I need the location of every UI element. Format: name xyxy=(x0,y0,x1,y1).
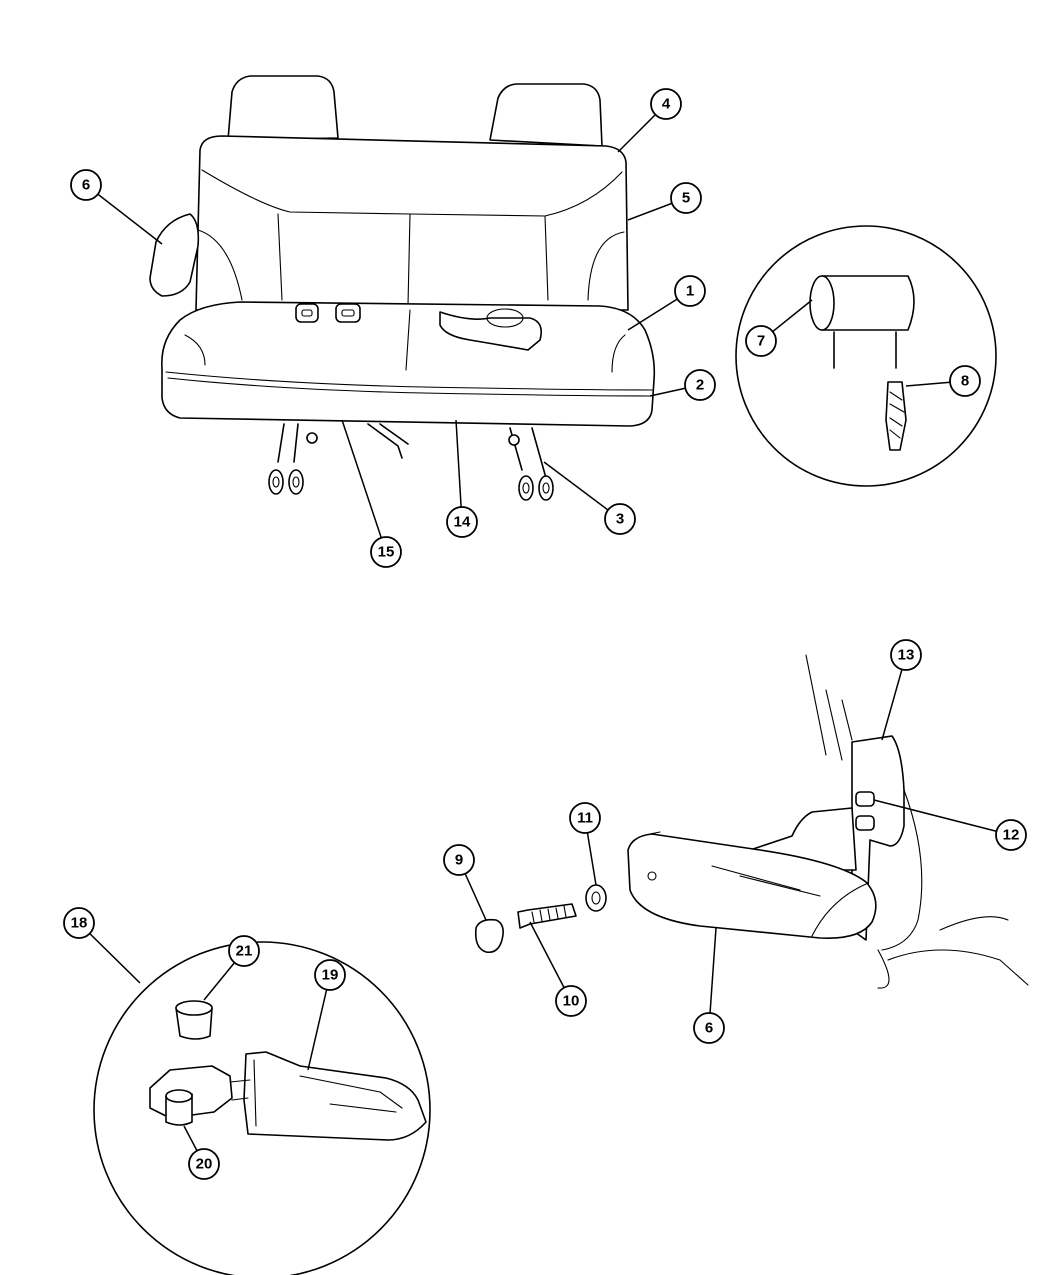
svg-text:11: 11 xyxy=(577,810,593,827)
svg-text:9: 9 xyxy=(455,852,463,869)
callout-8: 8 xyxy=(949,365,981,397)
callout-5: 5 xyxy=(670,182,702,214)
armrest-mount-illustration xyxy=(474,654,1029,989)
callout-11: 11 xyxy=(569,802,601,834)
svg-text:14: 14 xyxy=(454,514,471,531)
callout-3: 3 xyxy=(604,503,636,535)
callout-6-bottom: 6 xyxy=(693,1012,725,1044)
callout-12: 12 xyxy=(995,819,1027,851)
svg-text:18: 18 xyxy=(71,915,88,932)
callout-10: 10 xyxy=(555,985,587,1017)
callout-2: 2 xyxy=(684,369,716,401)
callout-4: 4 xyxy=(650,88,682,120)
svg-text:10: 10 xyxy=(563,993,580,1010)
svg-text:8: 8 xyxy=(961,373,969,390)
svg-text:13: 13 xyxy=(898,647,915,664)
callout-15: 15 xyxy=(370,536,402,568)
svg-text:5: 5 xyxy=(682,190,690,207)
svg-text:7: 7 xyxy=(757,333,765,350)
svg-text:6: 6 xyxy=(82,177,90,194)
callout-14: 14 xyxy=(446,506,478,538)
callout-20: 20 xyxy=(188,1148,220,1180)
svg-text:3: 3 xyxy=(616,511,624,528)
callout-13: 13 xyxy=(890,639,922,671)
callout-19: 19 xyxy=(314,959,346,991)
callout-21: 21 xyxy=(228,935,260,967)
svg-text:2: 2 xyxy=(696,377,704,394)
svg-text:6: 6 xyxy=(705,1020,713,1037)
callout-18: 18 xyxy=(63,907,95,939)
svg-text:1: 1 xyxy=(686,283,694,300)
svg-text:20: 20 xyxy=(196,1156,213,1173)
bench-seat-illustration xyxy=(149,75,656,501)
hinge-detail-view xyxy=(93,941,431,1275)
headrest-detail-view xyxy=(735,225,997,487)
callout-6-top: 6 xyxy=(70,169,102,201)
svg-text:19: 19 xyxy=(322,967,339,984)
svg-text:4: 4 xyxy=(662,96,671,113)
callout-7: 7 xyxy=(745,325,777,357)
svg-text:12: 12 xyxy=(1003,827,1020,844)
svg-text:21: 21 xyxy=(236,943,253,960)
callout-1: 1 xyxy=(674,275,706,307)
leader-lines xyxy=(78,103,1012,1165)
svg-text:15: 15 xyxy=(378,544,395,561)
callout-9: 9 xyxy=(443,844,475,876)
